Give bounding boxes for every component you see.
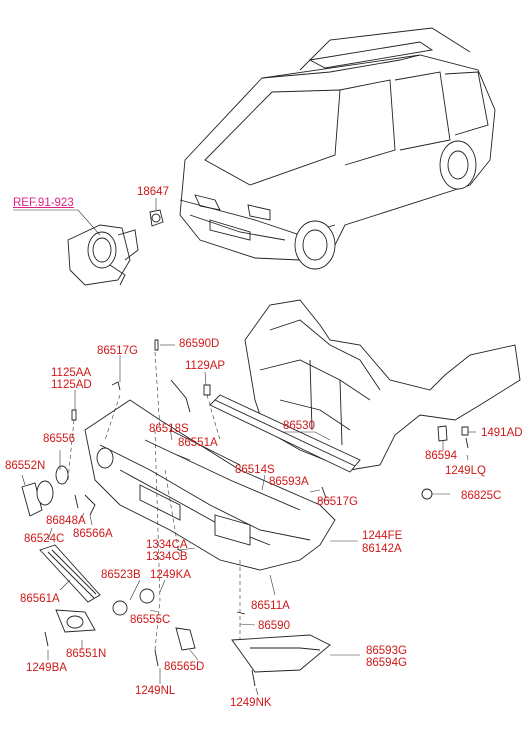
bulb-18647 [149,209,164,227]
part-label-86848A[interactable]: 86848A [46,515,86,527]
part-label-86551N[interactable]: 86551N [66,648,107,660]
part-label-1334CA[interactable]: 1334CA [146,539,188,551]
part-label-1129AP[interactable]: 1129AP [185,360,226,372]
fog-lamp-cover-86552N [21,465,69,517]
part-label-1244FE[interactable]: 1244FE [362,530,403,542]
reference-link-91-923[interactable]: REF.91-923 [13,197,74,209]
bracket-86593G [231,634,331,673]
part-label-1125AD[interactable]: 1125AD [51,379,92,391]
lower-grille-86561A [39,544,101,603]
leader-lines [13,198,476,696]
part-label-1249NL[interactable]: 1249NL [135,685,176,697]
part-label-86566A[interactable]: 86566A [73,528,113,540]
part-label-86593A[interactable]: 86593A [269,476,309,488]
part-label-86142A[interactable]: 86142A [362,543,402,555]
part-label-86594G[interactable]: 86594G [366,657,407,669]
part-label-86518S[interactable]: 86518S [149,423,189,435]
cover-86565D [175,627,196,651]
part-label-86530[interactable]: 86530 [283,420,315,432]
part-label-86565D[interactable]: 86565D [164,661,205,673]
part-label-86511A[interactable]: 86511A [251,600,290,612]
dashed-guide-lines [67,351,241,651]
part-label-86552N[interactable]: 86552N [5,460,46,472]
rings-86523B-86555C [112,588,155,616]
part-label-86825C[interactable]: 86825C [461,490,502,502]
radiator-support-panel [244,299,521,471]
part-label-1249KA[interactable]: 1249KA [150,569,191,581]
vehicle-illustration [179,27,496,270]
fog-lamp-reference-assembly [67,224,139,286]
part-label-86517G-bottom[interactable]: 86517G [317,496,358,508]
fog-lamp-bezel-86551N [55,609,96,633]
bumper-beam-86530 [209,394,361,473]
front-bumper-cover [84,399,336,571]
part-label-86517G-top[interactable]: 86517G [97,345,138,357]
part-label-86551A[interactable]: 86551A [178,437,218,449]
part-label-86590[interactable]: 86590 [258,620,290,632]
part-label-86561A[interactable]: 86561A [20,593,60,605]
part-label-1491AD[interactable]: 1491AD [481,427,523,439]
part-label-86555C[interactable]: 86555C [130,614,171,626]
part-label-86594[interactable]: 86594 [425,450,457,462]
part-label-1334CB[interactable]: 1334CB [146,551,188,563]
part-label-18647[interactable]: 18647 [137,186,169,198]
part-label-86514S[interactable]: 86514S [235,464,275,476]
part-label-1125AA[interactable]: 1125AA [51,367,92,379]
clips-and-bolts [44,339,469,687]
part-label-86524C[interactable]: 86524C [24,533,65,545]
part-label-86590D[interactable]: 86590D [179,338,220,350]
part-label-1249BA[interactable]: 1249BA [26,662,67,674]
part-label-86556[interactable]: 86556 [43,433,75,445]
side-bracket-86594 [421,425,448,500]
part-label-86523B[interactable]: 86523B [101,569,141,581]
part-label-86593G[interactable]: 86593G [366,645,407,657]
part-label-1249LQ[interactable]: 1249LQ [445,465,486,477]
part-label-1249NK[interactable]: 1249NK [230,697,272,709]
